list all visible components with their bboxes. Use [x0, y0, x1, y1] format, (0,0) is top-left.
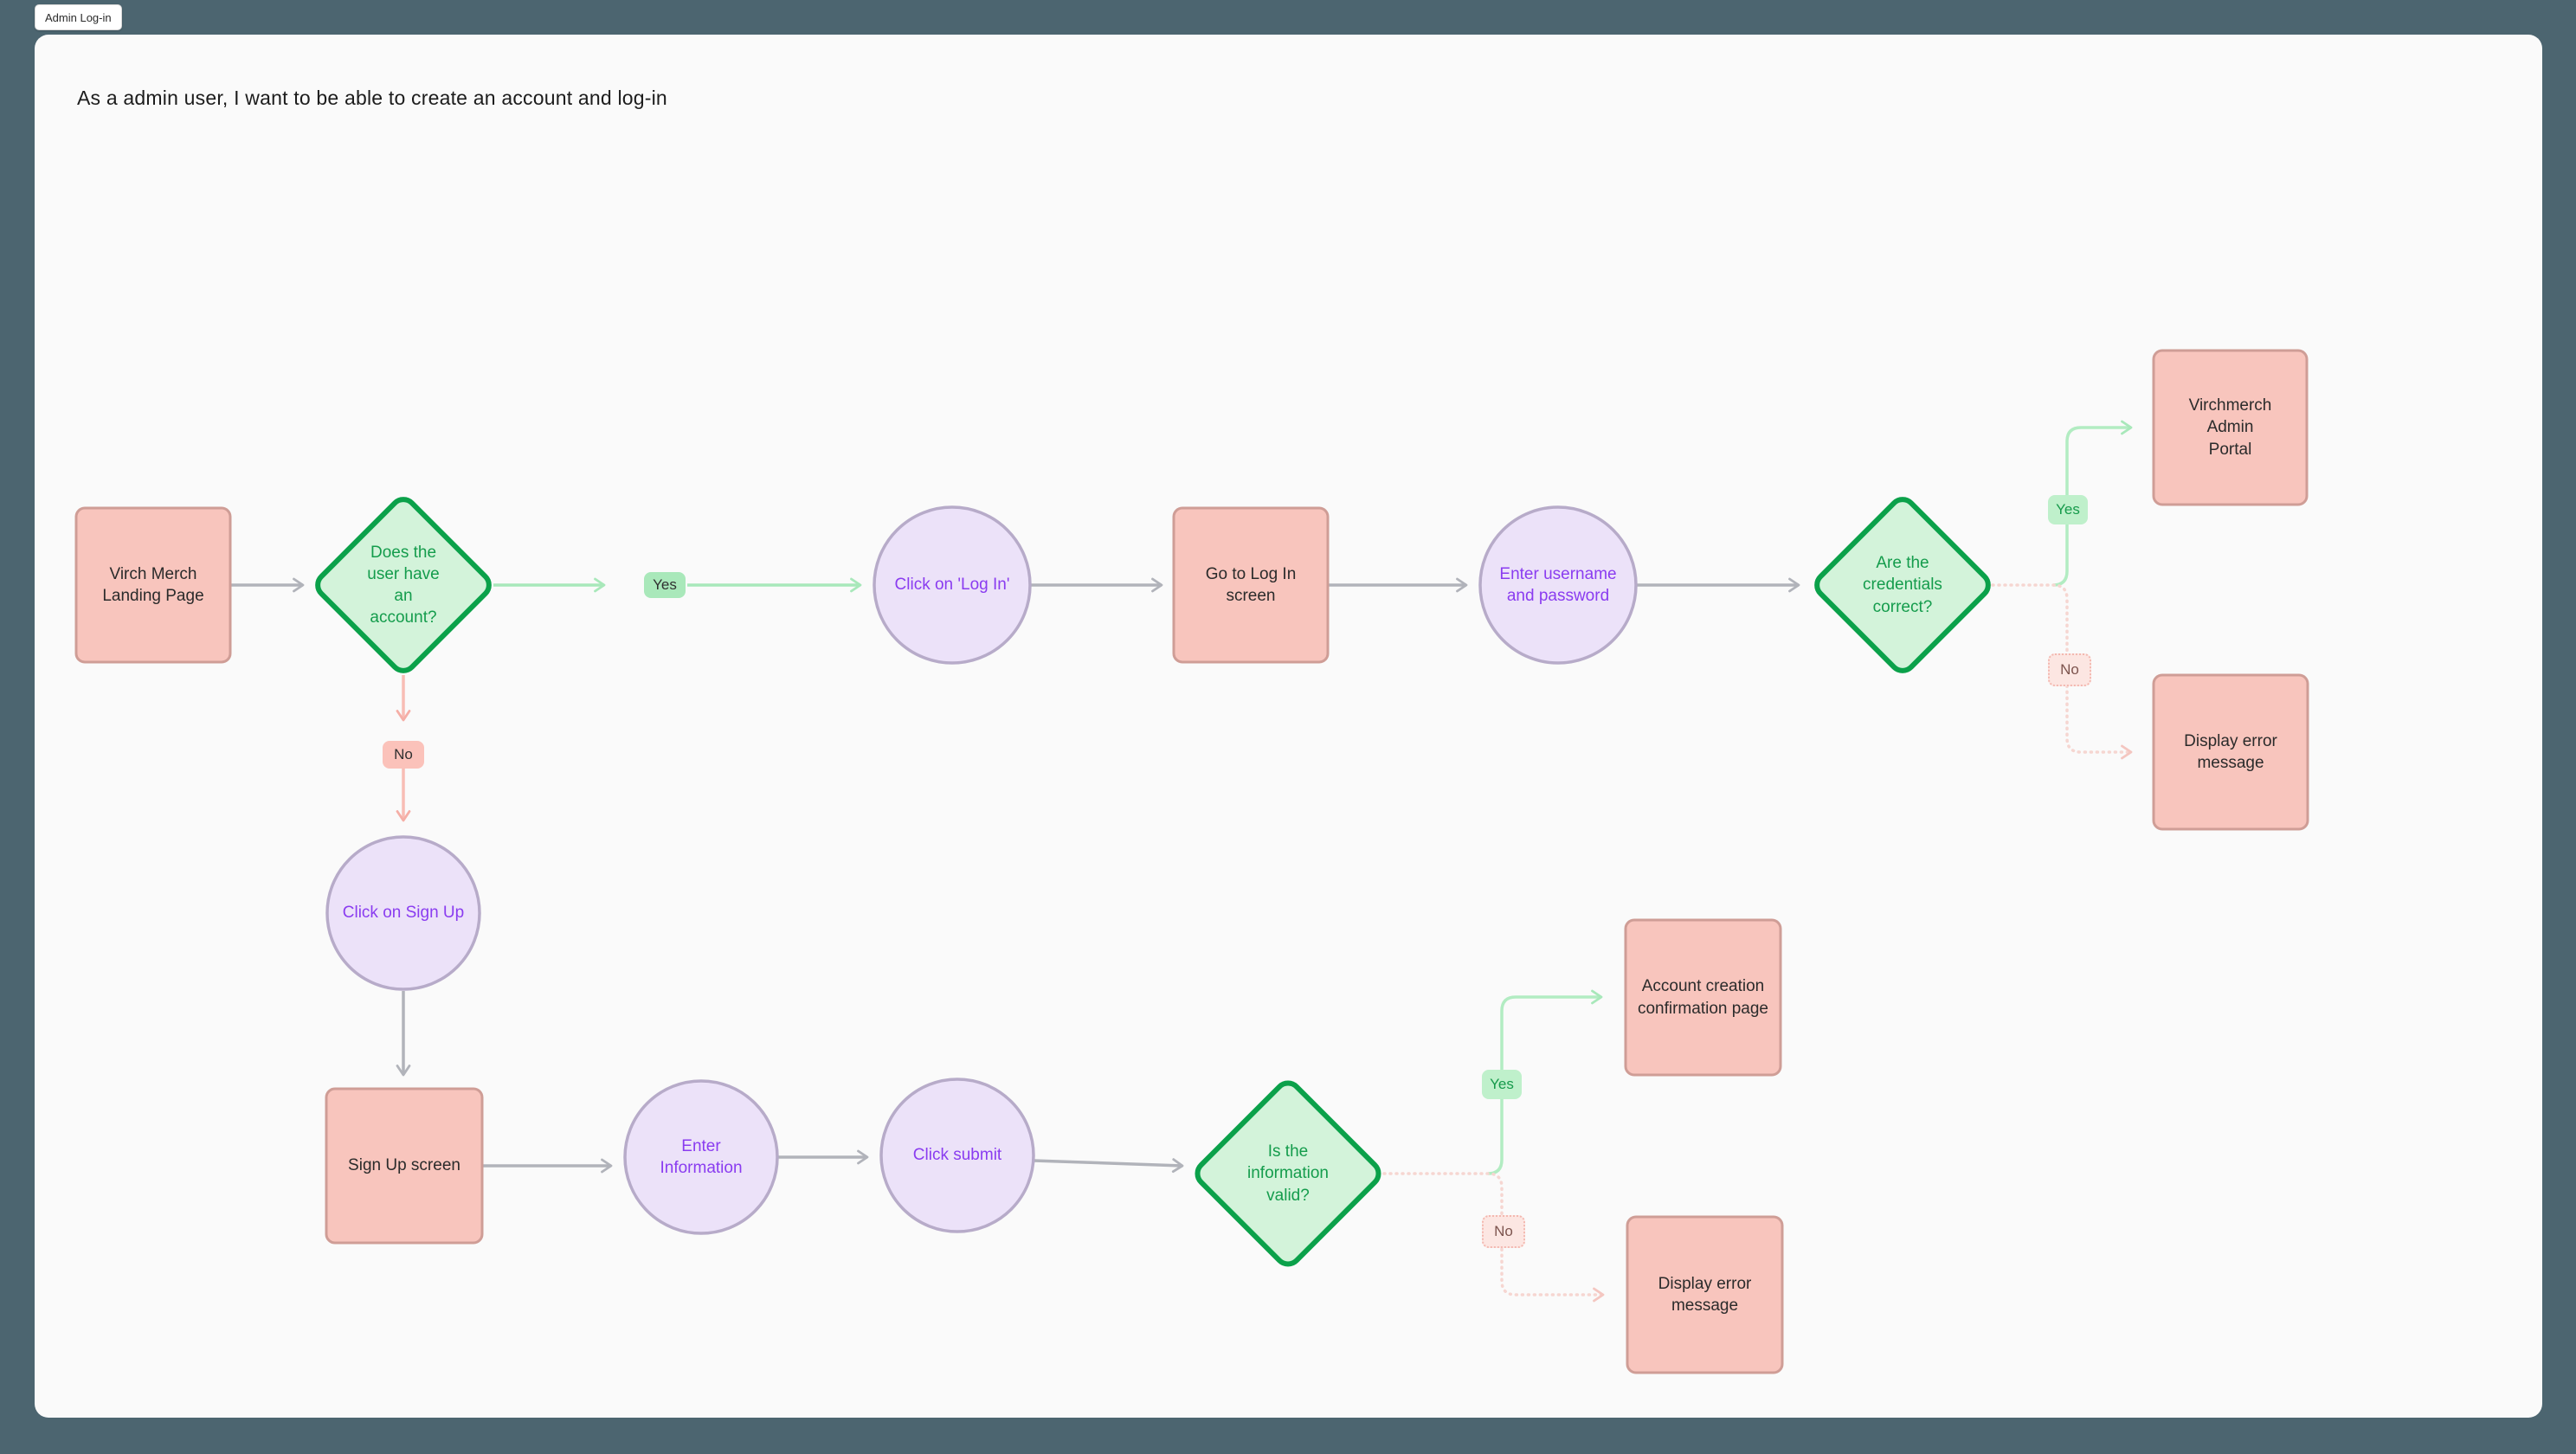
- node-gotologin-label: Go to Log In screen: [1205, 564, 1297, 605]
- badge-yes-hasaccount[interactable]: Yes: [644, 572, 686, 598]
- node-clicksubmit-label: Click submit: [912, 1146, 1002, 1165]
- connector-infovalid-no[interactable]: [1376, 1172, 1605, 1303]
- node-entercredentials-shape[interactable]: [1478, 505, 1638, 665]
- node-clicksignup-label: Click on Sign Up: [342, 904, 465, 923]
- node-clicklogin-shape[interactable]: [873, 505, 1032, 665]
- node-signupscreen-label: Sign Up screen: [348, 1156, 460, 1175]
- board-tab-label: Admin Log-in: [45, 10, 112, 24]
- node-hasaccount-label: Does the user have an account?: [367, 543, 440, 627]
- node-clicksignup-shape[interactable]: [325, 835, 481, 991]
- node-gotologin-shape[interactable]: [1172, 506, 1330, 664]
- node-errorsignup-shape[interactable]: [1626, 1215, 1784, 1374]
- badge-yes-infovalid[interactable]: Yes: [1482, 1070, 1522, 1099]
- node-clicksubmit-shape[interactable]: [879, 1078, 1035, 1233]
- node-errorlogin-shape[interactable]: [2152, 673, 2309, 831]
- node-hasaccount-shape[interactable]: [312, 494, 493, 675]
- node-infovalid-label: Is the information valid?: [1247, 1142, 1329, 1205]
- node-adminportal-label: Virchmerch Admin Portal: [2188, 396, 2272, 459]
- connector-credentials-yes[interactable]: [2052, 420, 2133, 587]
- node-credentialscorrect-label: Are the credentials correct?: [1863, 554, 1942, 616]
- node-confirmation-shape[interactable]: [1624, 918, 1782, 1077]
- node-enterinfo-shape[interactable]: [623, 1079, 779, 1235]
- badge-no-hasaccount[interactable]: No: [383, 741, 424, 769]
- node-enterinfo-label: Enter Information: [660, 1136, 743, 1177]
- board-title[interactable]: As a admin user, I want to be able to cr…: [77, 87, 667, 109]
- node-infovalid-shape[interactable]: [1193, 1078, 1384, 1270]
- node-landing-label: Virch Merch Landing Page: [102, 564, 204, 605]
- node-entercredentials-label: Enter username and password: [1499, 564, 1617, 605]
- connector-infovalid-yes[interactable]: [1487, 989, 1603, 1175]
- node-errorlogin-label: Display error message: [2184, 731, 2277, 772]
- board-tab[interactable]: Admin Log-in: [35, 4, 122, 30]
- node-clicklogin-label: Click on 'Log In': [894, 576, 1010, 595]
- node-landing-shape[interactable]: [74, 506, 232, 664]
- connector-clicksubmit-to-infovalid[interactable]: [1033, 1158, 1184, 1174]
- node-credentialscorrect-shape[interactable]: [1812, 494, 1993, 675]
- badge-no-infovalid[interactable]: No: [1482, 1215, 1525, 1248]
- badge-yes-credentials[interactable]: Yes: [2048, 495, 2088, 524]
- badge-no-credentials[interactable]: No: [2048, 653, 2091, 686]
- node-errorsignup-label: Display error message: [1658, 1274, 1752, 1315]
- node-confirmation-label: Account creation confirmation page: [1637, 977, 1769, 1018]
- node-adminportal-shape[interactable]: [2152, 349, 2309, 506]
- node-signupscreen-shape[interactable]: [325, 1087, 484, 1245]
